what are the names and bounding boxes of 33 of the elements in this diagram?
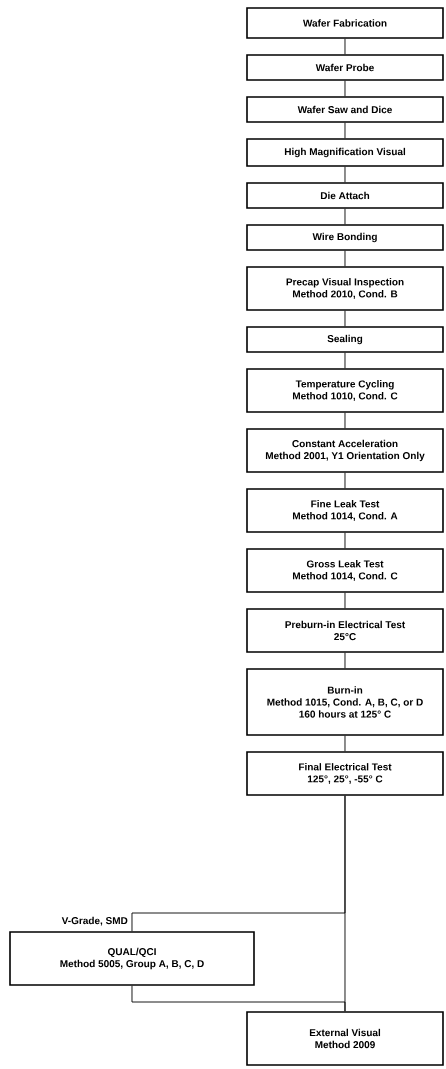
connector-line: [344, 208, 346, 225]
connector-line: [344, 532, 346, 549]
connector-line: [344, 38, 346, 55]
process-box: Constant Acceleration Method 2001, Y1 Orientation Only: [246, 428, 444, 473]
connector-line: [344, 310, 346, 327]
connector-line: [344, 735, 346, 752]
process-box: Die Attach: [246, 182, 444, 209]
process-box: Wire Bonding: [246, 224, 444, 251]
connector-line: [344, 80, 346, 97]
process-box: High Magnification Visual: [246, 138, 444, 167]
edge-label: V-Grade, SMD: [61, 916, 128, 926]
process-box: Gross Leak Test Method 1014, Cond. C: [246, 548, 444, 593]
connector-line: [344, 652, 346, 669]
connector-line: [344, 412, 346, 429]
process-box: Precap Visual Inspection Method 2010, Cond. B: [246, 266, 444, 311]
connector-line: [344, 352, 346, 369]
connector-line: [344, 472, 346, 489]
process-box: Sealing: [246, 326, 444, 353]
connector-line: [344, 795, 346, 1012]
connector-line: [344, 250, 346, 267]
process-box: Preburn-in Electrical Test 25°C: [246, 608, 444, 653]
process-box: External Visual Method 2009: [246, 1011, 444, 1066]
process-box: Wafer Saw and Dice: [246, 96, 444, 123]
process-box: Final Electrical Test 125°, 25°, -55° C: [246, 751, 444, 796]
connector-line: [344, 592, 346, 609]
process-box: Fine Leak Test Method 1014, Cond. A: [246, 488, 444, 533]
process-box: Temperature Cycling Method 1010, Cond. C: [246, 368, 444, 413]
process-box: Wafer Probe: [246, 54, 444, 81]
connector-line: [344, 166, 346, 183]
process-box: Burn-in Method 1015, Cond. A, B, C, or D 160 hours at 125° C: [246, 668, 444, 736]
process-box: QUAL/QCI Method 5005, Group A, B, C, D: [9, 931, 255, 986]
process-box: Wafer Fabrication: [246, 7, 444, 39]
connector-line: [344, 122, 346, 139]
